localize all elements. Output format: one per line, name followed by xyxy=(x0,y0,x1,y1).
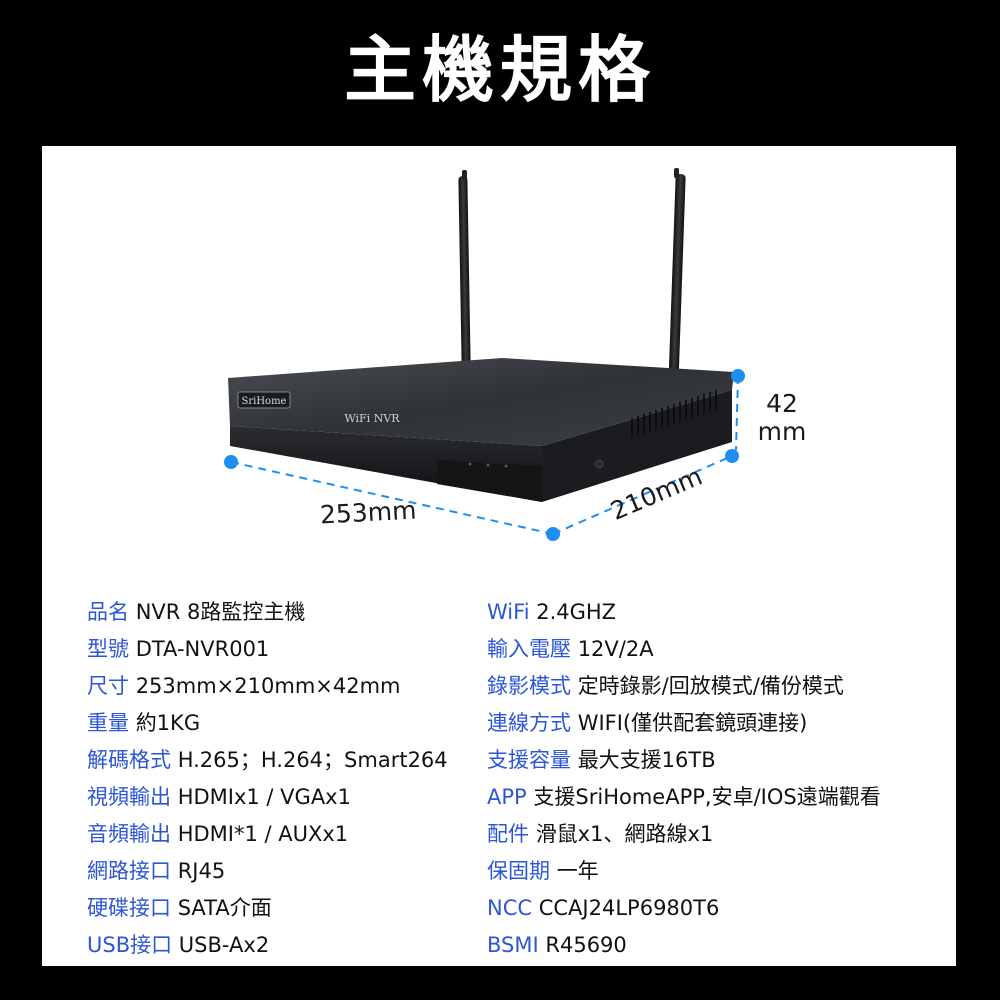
spec-key: 音頻輸出 xyxy=(87,822,171,846)
spec-row: 視頻輸出 HDMIx1 / VGAx1 xyxy=(87,779,487,816)
brand-logo-text: SriHome xyxy=(242,396,287,407)
spec-row: 品名 NVR 8路監控主機 xyxy=(87,594,487,631)
spec-value: 定時錄影/回放模式/備份模式 xyxy=(577,674,844,698)
spec-value: HDMIx1 / VGAx1 xyxy=(177,785,351,809)
nvr-side-face xyxy=(542,390,732,502)
spec-row: NCC CCAJ24LP6980T6 xyxy=(487,890,947,927)
nvr-product-illustration: SriHome WiFi NVR xyxy=(224,168,745,541)
spec-key: NCC xyxy=(487,896,533,920)
spec-row: BSMI R45690 xyxy=(487,927,947,964)
spec-key: 重量 xyxy=(87,711,129,735)
status-leds xyxy=(468,462,508,468)
spec-value: R45690 xyxy=(545,933,627,957)
spec-list-left: 品名 NVR 8路監控主機 型號 DTA-NVR001 尺寸 253mm×210… xyxy=(87,594,487,964)
dimension-guides xyxy=(230,375,739,535)
spec-key: 配件 xyxy=(487,822,529,846)
spec-value: CCAJ24LP6980T6 xyxy=(538,896,720,920)
spec-row: APP 支援SriHomeAPP,安卓/IOS遠端觀看 xyxy=(487,779,947,816)
spec-value: 支援SriHomeAPP,安卓/IOS遠端觀看 xyxy=(533,785,881,809)
spec-panel: SriHome WiFi NVR 253mm 210mm 42 mm 品名 NV… xyxy=(42,146,956,966)
spec-key: APP xyxy=(487,785,527,809)
power-button-icon xyxy=(594,459,604,469)
brand-badge xyxy=(237,391,291,409)
spec-value: 滑鼠x1、網路線x1 xyxy=(535,822,714,846)
spec-key: 支援容量 xyxy=(487,748,571,772)
spec-key: 網路接口 xyxy=(87,859,171,883)
antenna-left xyxy=(458,170,471,366)
spec-row: USB接口 USB-Ax2 xyxy=(87,927,487,964)
spec-key: 錄影模式 xyxy=(487,674,571,698)
nvr-top-surface xyxy=(228,358,734,446)
spec-row: WiFi 2.4GHZ xyxy=(487,594,947,631)
spec-row: 硬碟接口 SATA介面 xyxy=(87,890,487,927)
width-dimension-label: 253mm xyxy=(319,495,418,530)
height-unit: mm xyxy=(757,417,807,446)
spec-key: 硬碟接口 xyxy=(87,896,171,920)
spec-row: 保固期 一年 xyxy=(487,853,947,890)
spec-list-right: WiFi 2.4GHZ 輸入電壓 12V/2A 錄影模式 定時錄影/回放模式/備… xyxy=(487,594,947,964)
page-title: 主機規格 xyxy=(343,28,656,112)
spec-key: BSMI xyxy=(487,933,539,957)
spec-row: 解碼格式 H.265；H.264；Smart264 xyxy=(87,742,487,779)
spec-key: 輸入電壓 xyxy=(487,637,571,661)
spec-row: 錄影模式 定時錄影/回放模式/備份模式 xyxy=(487,668,947,705)
antenna-right xyxy=(668,168,686,386)
spec-row: 連線方式 WIFI(僅供配套鏡頭連接) xyxy=(487,705,947,742)
spec-value: SATA介面 xyxy=(177,896,272,920)
spec-value: HDMI*1 / AUXx1 xyxy=(177,822,349,846)
side-vents xyxy=(631,390,717,438)
spec-row: 尺寸 253mm×210mm×42mm xyxy=(87,668,487,705)
spec-value: 253mm×210mm×42mm xyxy=(135,674,401,698)
height-dimension-label: 42 mm xyxy=(752,390,812,446)
spec-row: 配件 滑鼠x1、網路線x1 xyxy=(487,816,947,853)
dimension-dots xyxy=(224,369,745,541)
spec-key: 解碼格式 xyxy=(87,748,171,772)
spec-row: 網路接口 RJ45 xyxy=(87,853,487,890)
spec-row: 輸入電壓 12V/2A xyxy=(487,631,947,668)
spec-value: 最大支援16TB xyxy=(577,748,716,772)
spec-key: WiFi xyxy=(487,600,530,624)
spec-key: 視頻輸出 xyxy=(87,785,171,809)
spec-value: 一年 xyxy=(556,859,599,883)
spec-key: 保固期 xyxy=(487,859,550,883)
spec-row: 音頻輸出 HDMI*1 / AUXx1 xyxy=(87,816,487,853)
spec-key: 尺寸 xyxy=(87,674,129,698)
spec-row: 支援容量 最大支援16TB xyxy=(487,742,947,779)
model-label-text: WiFi NVR xyxy=(344,412,400,425)
spec-key: 品名 xyxy=(87,600,129,624)
spec-value: NVR 8路監控主機 xyxy=(135,600,306,624)
spec-value: 約1KG xyxy=(135,711,201,735)
spec-value: 2.4GHZ xyxy=(536,600,617,624)
spec-value: RJ45 xyxy=(177,859,226,883)
height-value: 42 xyxy=(766,389,798,418)
spec-value: DTA-NVR001 xyxy=(135,637,270,661)
spec-value: 12V/2A xyxy=(577,637,654,661)
spec-row: 型號 DTA-NVR001 xyxy=(87,631,487,668)
spec-key: 連線方式 xyxy=(487,711,571,735)
spec-key: 型號 xyxy=(87,637,129,661)
spec-value: WIFI(僅供配套鏡頭連接) xyxy=(577,711,808,735)
spec-value: USB-Ax2 xyxy=(178,933,270,957)
spec-row: 重量 約1KG xyxy=(87,705,487,742)
spec-key: USB接口 xyxy=(87,933,173,957)
spec-value: H.265；H.264；Smart264 xyxy=(177,748,448,772)
